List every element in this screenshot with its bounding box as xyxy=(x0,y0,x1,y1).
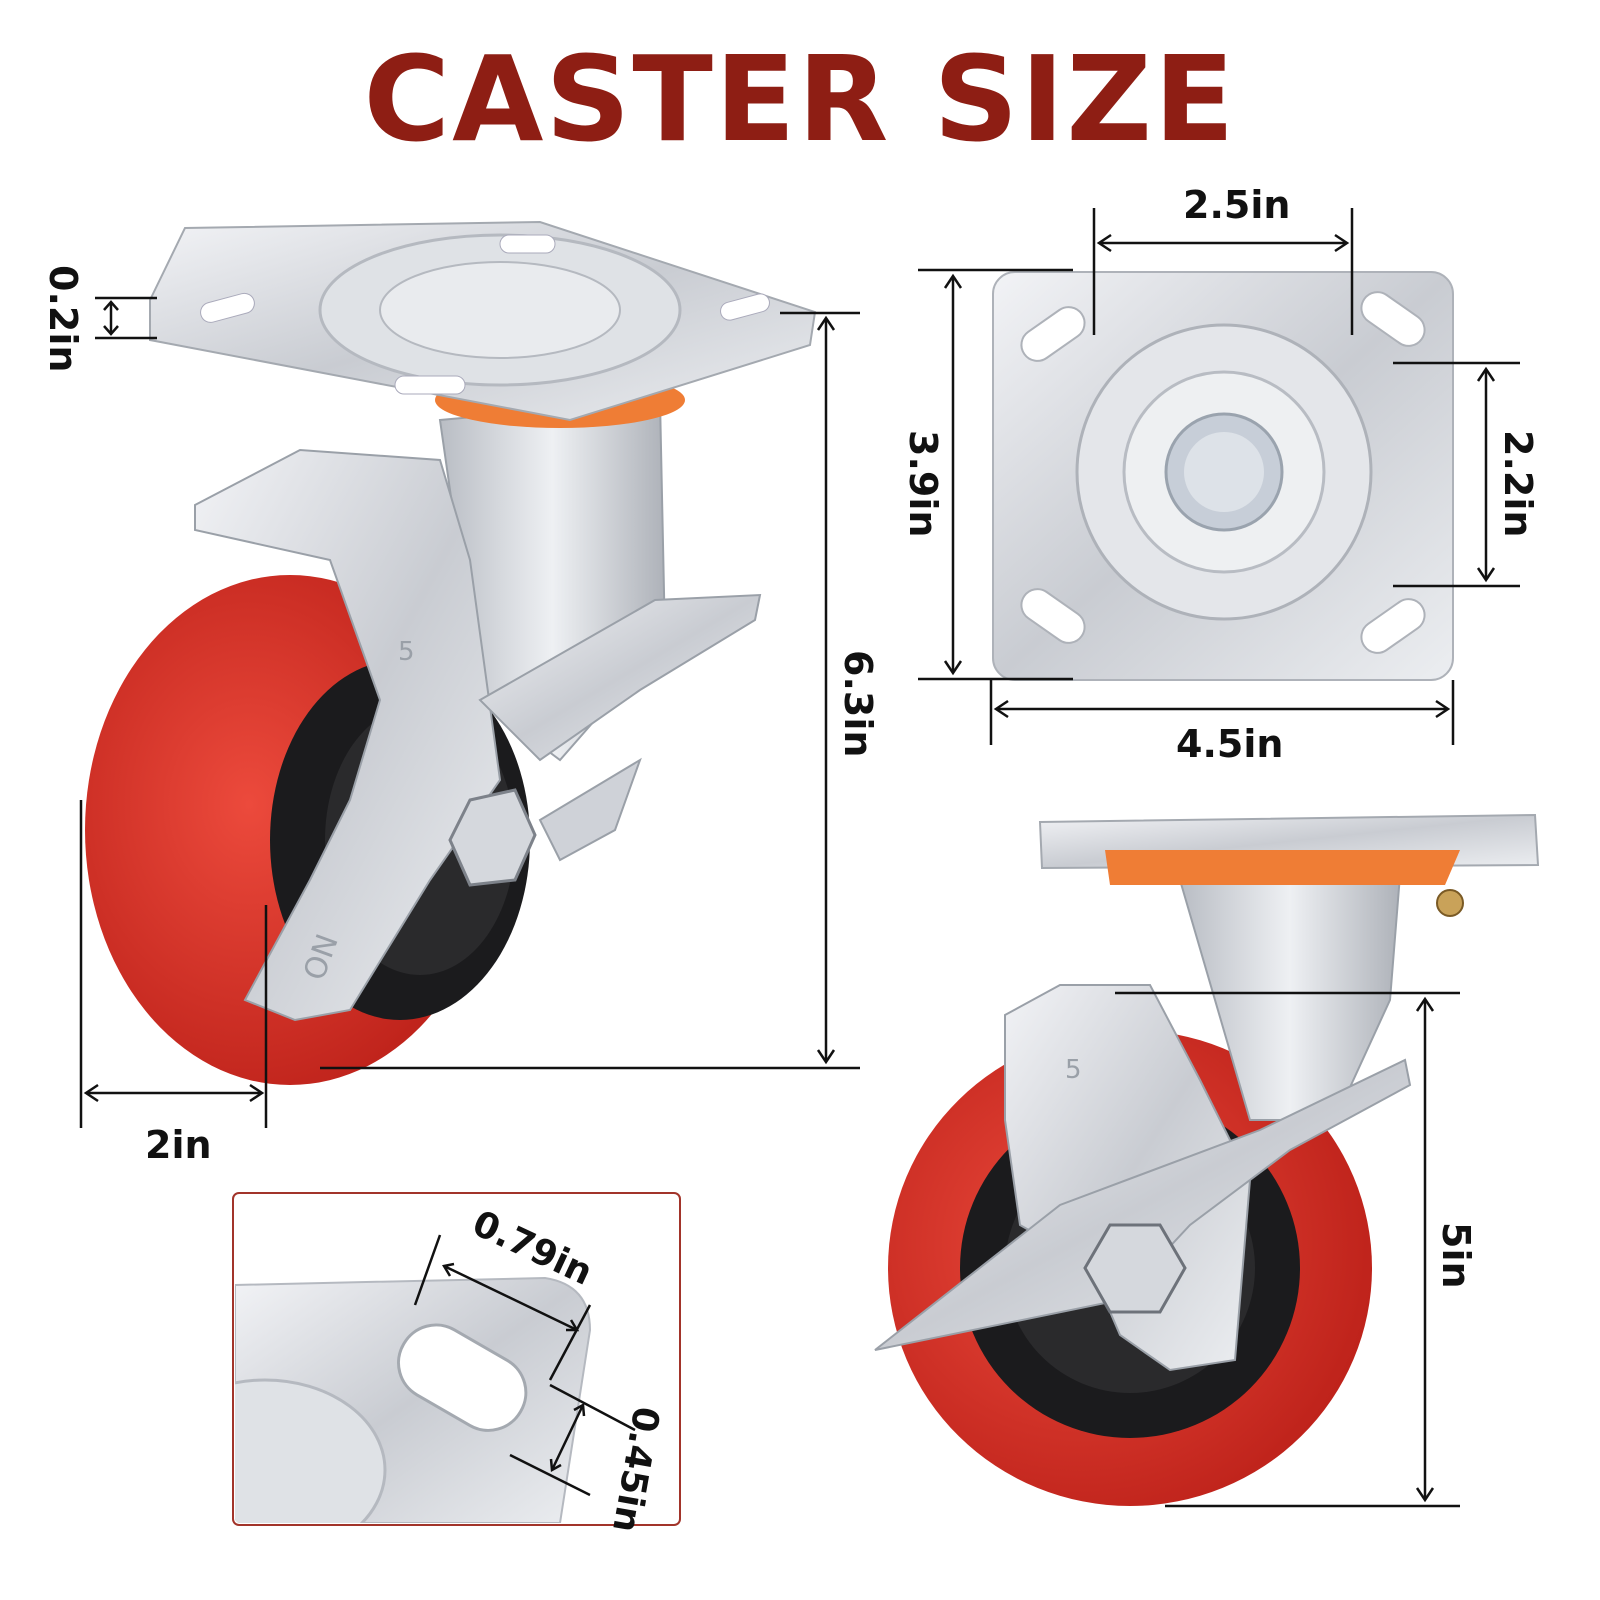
label-6.3in: 6.3in xyxy=(836,650,880,757)
label-5in: 5in xyxy=(1434,1222,1478,1289)
dimension-wheel-width: 2in xyxy=(79,800,268,1167)
dimension-plate-width: 4.5in xyxy=(989,680,1455,766)
size-mark: 5 xyxy=(1065,1055,1082,1085)
label-2.5in: 2.5in xyxy=(1183,183,1290,227)
plate-top-view xyxy=(992,271,1454,681)
dimension-plate-thickness: 0.2in xyxy=(41,265,157,372)
slot-detail-inset: 0.79in 0.45in xyxy=(232,1192,681,1535)
axle-bolt xyxy=(1083,1223,1187,1314)
brake-cover xyxy=(1004,984,1252,1372)
size-mark: 5 xyxy=(398,637,415,667)
dimension-bolt-spacing-width: 2.5in xyxy=(1092,183,1354,335)
dimension-wheel-diameter: 5in xyxy=(1115,991,1478,1508)
brake-cover xyxy=(194,448,502,1022)
dimension-plate-length: 3.9in xyxy=(901,268,1073,681)
page-title: CASTER SIZE xyxy=(363,30,1237,168)
grease-fitting-icon xyxy=(1436,889,1464,917)
caster-front-view: 5 xyxy=(874,813,1540,1506)
caster-side-view: 5 ON xyxy=(85,220,817,1085)
dimension-bolt-spacing-length: 2.2in xyxy=(1393,361,1540,588)
label-2in: 2in xyxy=(145,1123,212,1167)
label-3.9in: 3.9in xyxy=(901,430,945,537)
label-4.5in: 4.5in xyxy=(1176,722,1283,766)
dimension-overall-height: 6.3in xyxy=(320,311,880,1070)
swivel-pad xyxy=(1105,850,1460,885)
mounting-slot xyxy=(397,1323,528,1432)
label-0.2in: 0.2in xyxy=(41,265,85,372)
axle-bolt xyxy=(448,788,537,887)
brake-lever xyxy=(478,593,762,762)
label-2.2in: 2.2in xyxy=(1496,430,1540,537)
